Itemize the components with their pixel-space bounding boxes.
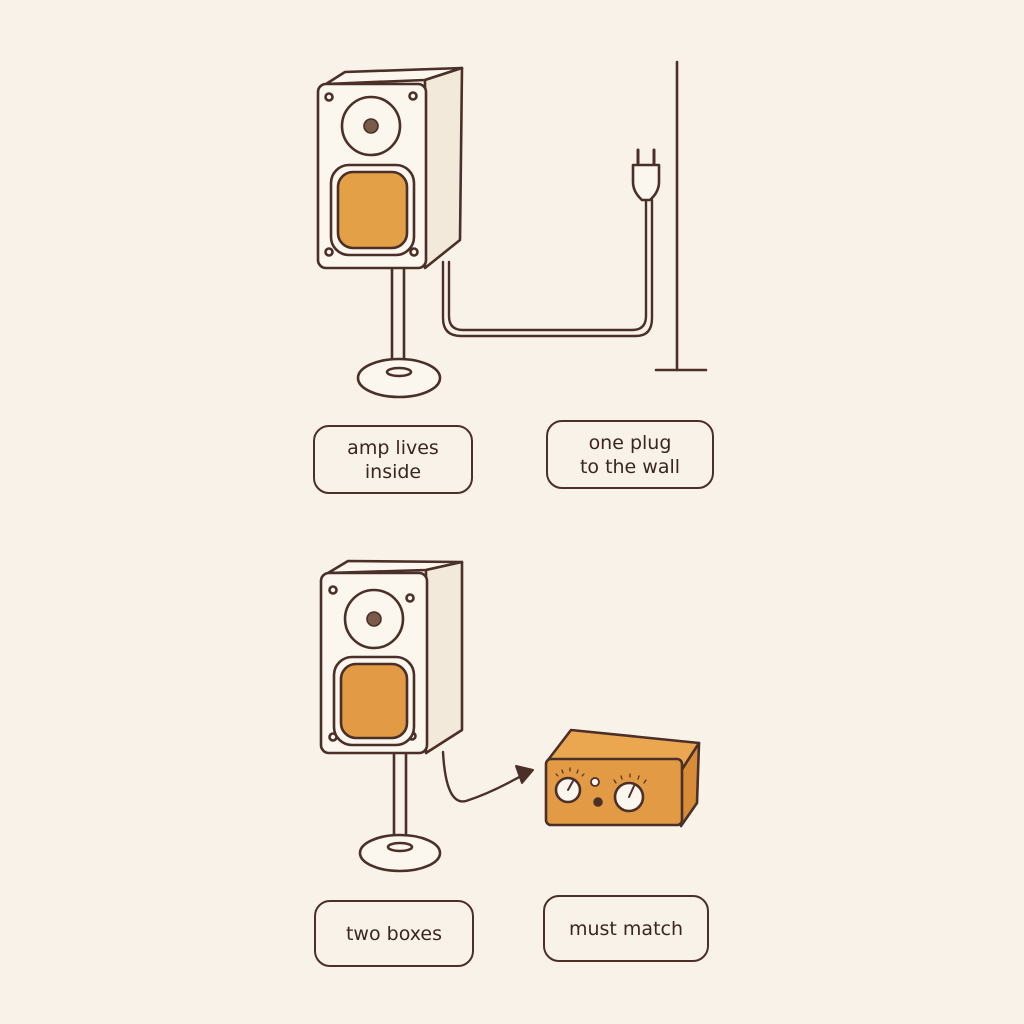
label-must-match: must match (543, 895, 709, 962)
speaker-stand-top (356, 260, 442, 399)
power-plug-icon (631, 148, 661, 202)
speaker-cabinet-bottom (319, 559, 464, 755)
amp-jack-icon (593, 797, 603, 807)
passive-speaker (319, 559, 464, 873)
arrow-icon (515, 765, 534, 784)
active-speaker (316, 66, 464, 399)
speaker-stand-bottom (358, 750, 442, 873)
amp-knob-left-icon (554, 776, 582, 804)
speaker-cabinet-top (316, 66, 464, 270)
woofer-top (336, 170, 409, 250)
woofer-bottom (339, 662, 409, 740)
amp-knob-right-icon (613, 781, 645, 813)
wall (654, 60, 708, 372)
power-cord (441, 198, 654, 338)
amplifier-box (544, 728, 701, 828)
label-one-plug-to-the-wall: one plug to the wall (546, 420, 714, 489)
label-two-boxes: two boxes (314, 900, 474, 967)
amp-led-icon (590, 777, 600, 787)
label-amp-lives-inside: amp lives inside (313, 425, 473, 494)
speaker-cable (441, 750, 530, 803)
